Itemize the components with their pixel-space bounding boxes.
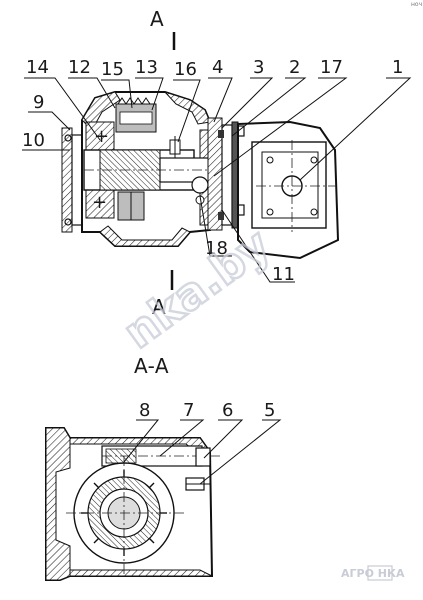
callouts-section-view: 8 7 6 5 xyxy=(139,400,275,421)
callout-9: 9 xyxy=(33,92,44,113)
corner-mark: ноч xyxy=(411,1,422,8)
callout-4: 4 xyxy=(212,57,223,78)
callout-12: 12 xyxy=(68,57,91,78)
callout-17: 17 xyxy=(320,57,343,78)
callout-7: 7 xyxy=(183,400,194,421)
callout-8: 8 xyxy=(139,400,150,421)
callout-11: 11 xyxy=(272,264,295,285)
leader-lines-side-view xyxy=(22,77,412,283)
section-mark-bottom: А xyxy=(152,270,174,319)
callout-13: 13 xyxy=(135,57,158,78)
callout-16: 16 xyxy=(174,59,197,80)
callout-3: 3 xyxy=(253,57,264,78)
section-mark-top: А xyxy=(150,7,176,50)
svg-text:+: + xyxy=(94,126,109,147)
seal-ring xyxy=(191,176,209,194)
mounting-bracket xyxy=(237,120,340,260)
section-letter-bottom: А xyxy=(152,295,166,319)
watermark-logo: АГРО НКА xyxy=(341,565,405,581)
callout-18: 18 xyxy=(205,238,228,259)
svg-text:+: + xyxy=(92,192,107,213)
section-view-title: А-А xyxy=(134,354,169,378)
callout-6: 6 xyxy=(222,400,233,421)
leader-lines-section-view xyxy=(123,419,282,485)
callout-2: 2 xyxy=(289,57,300,78)
callout-10: 10 xyxy=(22,130,45,151)
callout-1: 1 xyxy=(392,57,403,78)
callout-5: 5 xyxy=(264,400,275,421)
section-letter-top: А xyxy=(150,7,164,31)
section-view xyxy=(45,427,220,581)
callout-14: 14 xyxy=(26,57,49,78)
side-view: + + xyxy=(61,90,245,247)
watermark-logo-text: АГРО НКА xyxy=(341,567,405,580)
end-cover xyxy=(61,127,73,233)
callouts-side-view: 14 12 15 13 16 4 3 2 17 1 9 10 18 11 xyxy=(22,57,403,285)
callout-15: 15 xyxy=(101,59,124,80)
